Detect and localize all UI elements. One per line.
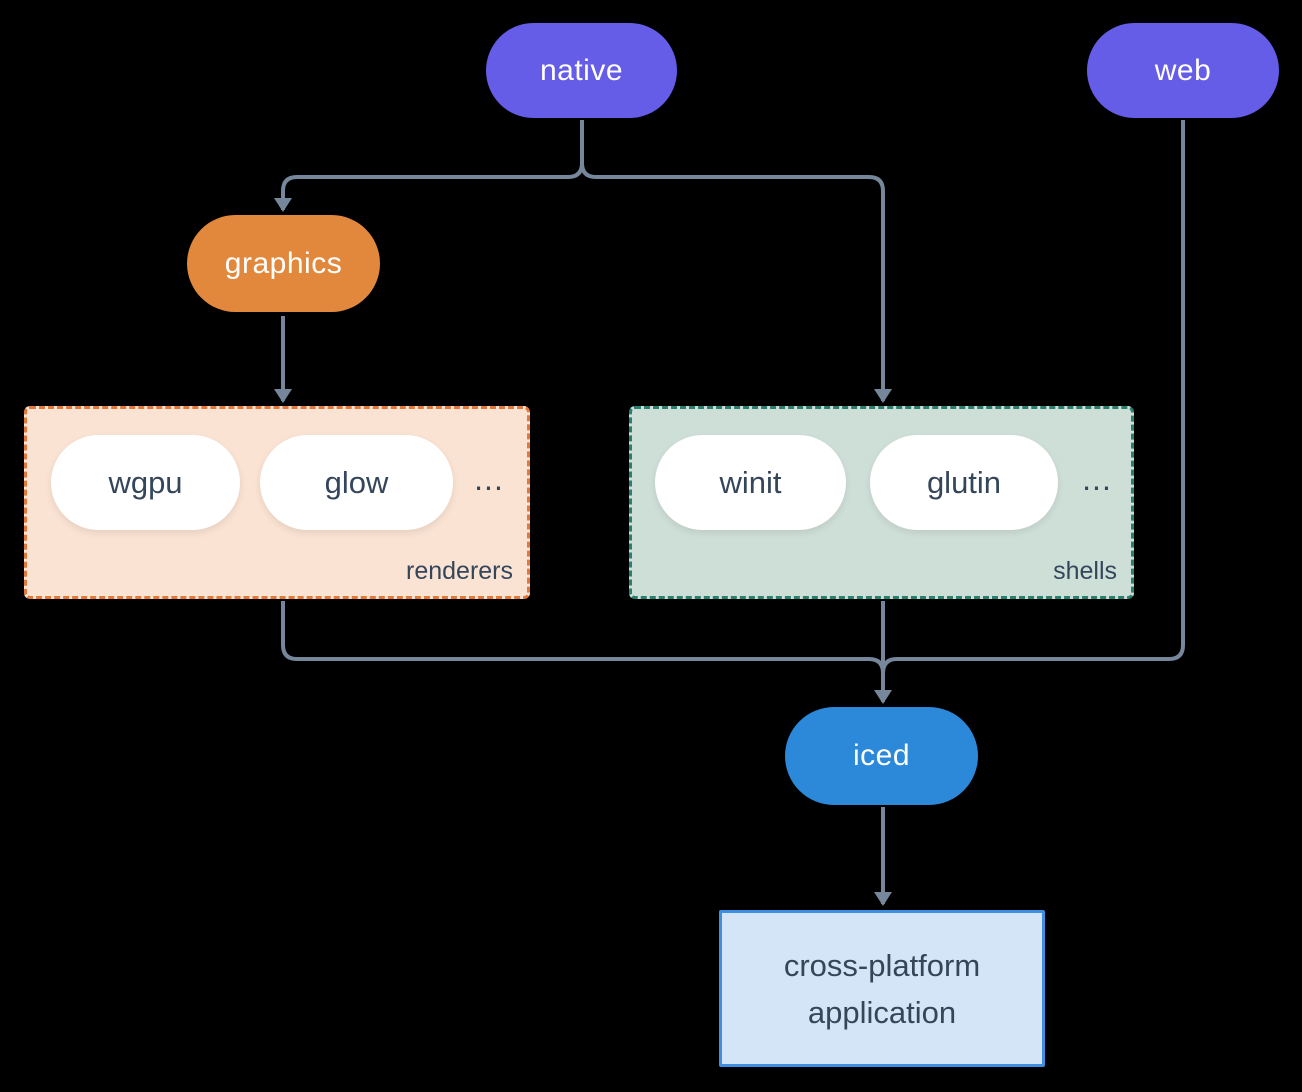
application-label-line: cross-platform [783, 947, 981, 983]
node-web: web [1087, 23, 1279, 118]
node-iced-label: iced [852, 739, 911, 772]
node-glutin: glutin [870, 435, 1058, 530]
group-renderers: wgpu glow ... renderers [24, 406, 530, 599]
shells-ellipsis: ... [1082, 461, 1112, 497]
group-shells: winit glutin ... shells [629, 406, 1134, 599]
node-native-label: native [539, 53, 624, 87]
node-iced: iced [785, 707, 978, 805]
group-label-shells: shells [1053, 557, 1117, 585]
node-winit: winit [655, 435, 846, 530]
node-native: native [486, 23, 677, 118]
node-graphics: graphics [187, 215, 380, 312]
node-graphics-label: graphics [224, 246, 343, 280]
renderers-ellipsis: ... [474, 461, 504, 497]
node-application: cross-platform application [719, 910, 1045, 1067]
node-wgpu-label: wgpu [108, 464, 183, 500]
edge-renderers-iced [281, 601, 885, 674]
node-winit-label: winit [719, 464, 782, 500]
group-label-renderers: renderers [406, 557, 513, 585]
node-glow: glow [260, 435, 453, 530]
node-glow-label: glow [324, 464, 389, 500]
node-web-label: web [1154, 53, 1212, 87]
edge-native-shells [580, 162, 892, 403]
edge-native-graphics [274, 120, 584, 212]
application-label-line: application [807, 994, 957, 1030]
node-wgpu: wgpu [51, 435, 240, 530]
node-glutin-label: glutin [926, 464, 1002, 500]
